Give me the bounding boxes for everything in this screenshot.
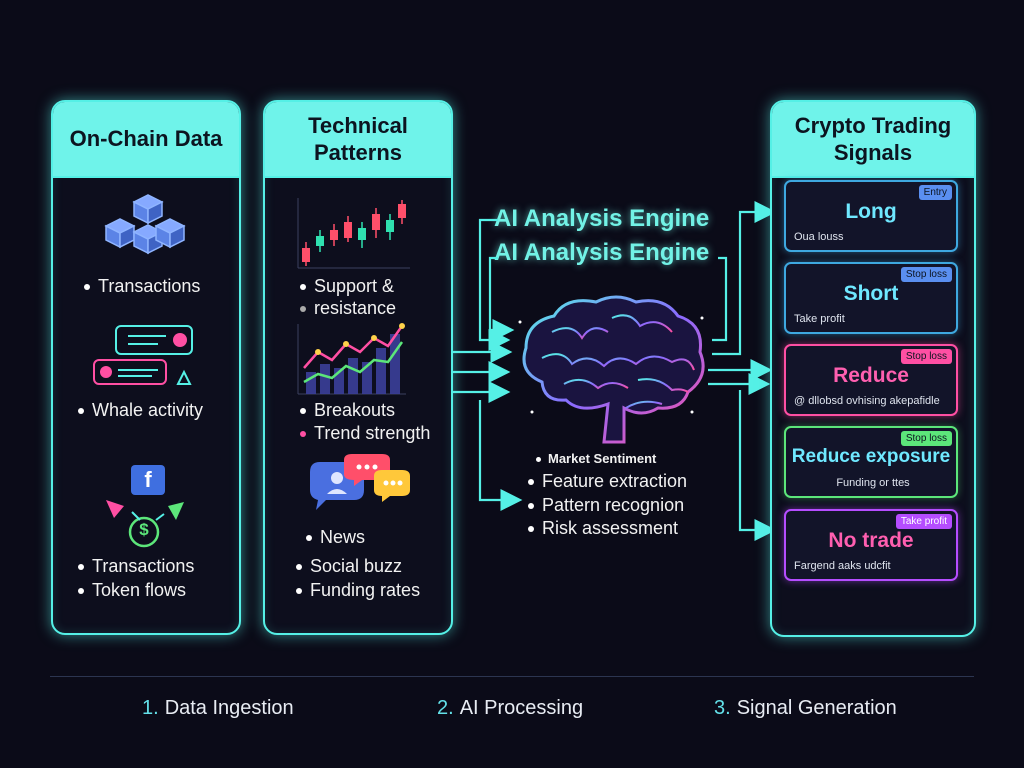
signal-tag-no-trade: Take profit	[895, 514, 952, 529]
footer-step-1-label: Data Ingestion	[164, 697, 294, 719]
technical-bullet-breakouts: Breakouts	[300, 400, 395, 421]
onchain-data-title: On-Chain Data	[69, 126, 223, 152]
facebook-icon: f	[131, 465, 165, 495]
signal-name-short: Short	[843, 282, 899, 305]
footer-step-3: 3.Signal Generation	[714, 697, 897, 720]
footer-step-1-num: 1.	[142, 697, 159, 719]
onchain-bullet-transactions-2: Transactions	[78, 556, 194, 577]
signal-card-reduce[interactable]: Stop loss Reduce @ dllobsd ovhising akep…	[784, 344, 958, 416]
engine-item-feature: Feature extraction	[528, 471, 687, 492]
signal-sub-reduce: @ dllobsd ovhising akepafidle	[794, 395, 940, 407]
social-chat-icon	[310, 454, 410, 510]
engine-item-risk: Risk assessment	[528, 518, 678, 539]
footer-step-1: 1.Data Ingestion	[142, 697, 294, 720]
signal-name-no-trade: No trade	[828, 529, 914, 552]
signal-sub-short: Take profit	[794, 313, 845, 325]
onchain-data-header: On-Chain Data	[53, 102, 239, 178]
technical-bullet-trend: Trend strength	[300, 423, 430, 444]
dollar-icon: $	[139, 520, 149, 539]
signal-tag-long: Entry	[918, 185, 952, 200]
ai-engine-title-2: AI Analysis Engine	[494, 239, 710, 266]
footer-step-3-num: 3.	[714, 697, 731, 719]
signal-tag-reduce: Stop loss	[900, 349, 952, 364]
ai-engine-title-1: AI Analysis Engine	[494, 205, 710, 232]
trend-chart-icon	[297, 323, 406, 395]
signal-name-reduce: Reduce	[833, 364, 909, 387]
technical-bullet-social: Social buzz	[296, 556, 402, 577]
signal-card-no-trade[interactable]: Take profit No trade Fargend aaks udcfit	[784, 509, 958, 581]
candlestick-chart-icon	[297, 198, 410, 269]
token-flow-icon	[106, 500, 184, 548]
blockchain-blocks-icon	[104, 194, 186, 255]
signal-name-reduce-exposure: Reduce exposure	[791, 446, 951, 467]
whale-chat-icon	[93, 325, 193, 385]
technical-title-line1: Technical	[308, 112, 408, 138]
signal-card-short[interactable]: Stop loss Short Take profit	[784, 262, 958, 334]
signals-title-line1: Crypto Trading	[794, 112, 952, 138]
trading-signals-panel: Crypto Trading Signals Entry Long Oua lo…	[770, 100, 976, 637]
onchain-bullet-transactions: Transactions	[84, 276, 200, 297]
technical-bullet-funding: Funding rates	[296, 580, 420, 601]
engine-item-pattern: Pattern recognion	[528, 495, 684, 516]
onchain-bullet-whale: Whale activity	[78, 400, 203, 421]
trading-signals-header: Crypto Trading Signals	[772, 102, 974, 178]
signals-title-line2: Signals	[833, 140, 913, 165]
footer-step-2-num: 2.	[437, 697, 454, 719]
technical-patterns-header: Technical Patterns	[265, 102, 451, 178]
signal-sub-long: Oua louss	[794, 231, 844, 243]
technical-title-line2: Patterns	[313, 140, 403, 165]
signal-card-reduce-exposure[interactable]: Stop loss Reduce exposure Funding or tte…	[784, 426, 958, 498]
signal-sub-no-trade: Fargend aaks udcfit	[794, 560, 891, 572]
footer-step-2: 2.AI Processing	[437, 697, 583, 720]
onchain-bullet-token-flows: Token flows	[78, 580, 186, 601]
signal-sub-reduce-exposure: Funding or ttes	[836, 477, 910, 489]
signal-card-long[interactable]: Entry Long Oua louss	[784, 180, 958, 252]
ai-brain-icon	[518, 295, 705, 444]
technical-bullet-news: News	[306, 527, 365, 548]
footer-step-2-label: AI Processing	[459, 697, 584, 719]
technical-bullet-resistance: resistance	[300, 298, 396, 319]
engine-item-sentiment: Market Sentiment	[536, 451, 656, 466]
signal-name-long: Long	[845, 200, 897, 223]
footer-step-3-label: Signal Generation	[736, 697, 897, 719]
signal-tag-reduce-exposure: Stop loss	[900, 431, 952, 446]
technical-bullet-support: Support &	[300, 276, 394, 297]
footer-divider	[50, 676, 974, 677]
signal-tag-short: Stop loss	[900, 267, 952, 282]
